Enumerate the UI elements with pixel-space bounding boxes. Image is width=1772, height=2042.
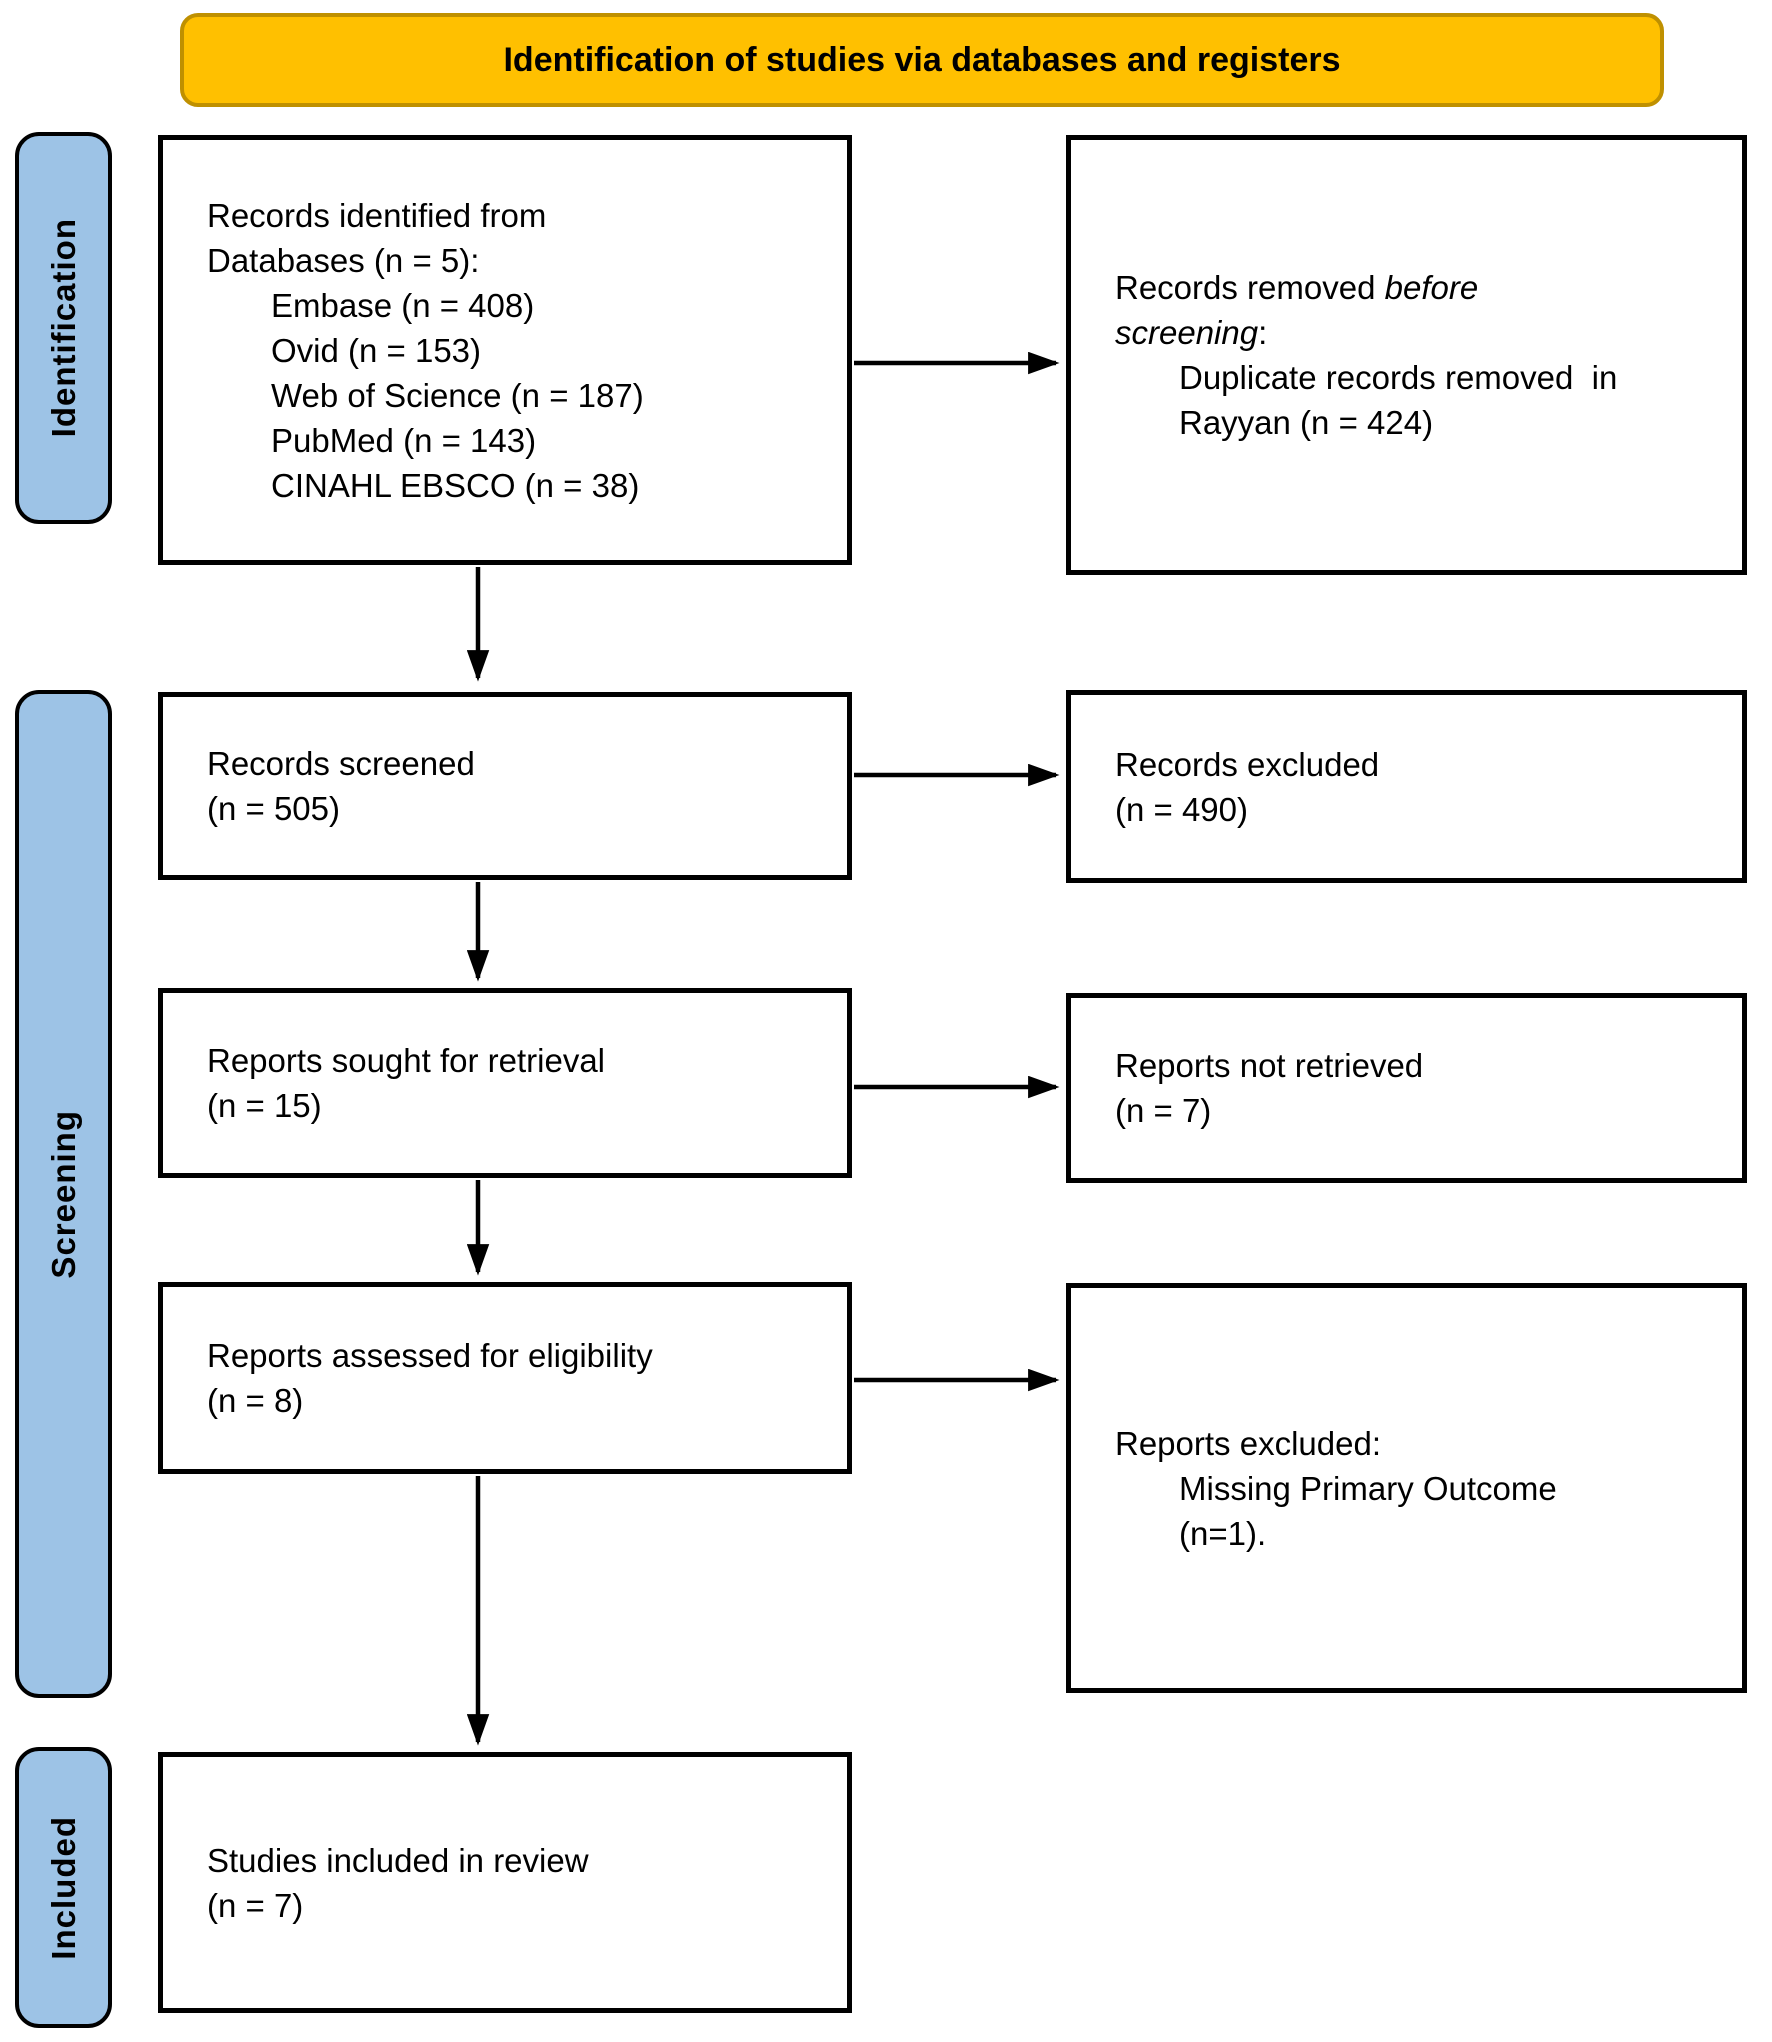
box-reports-assessed: Reports assessed for eligibility (n = 8) xyxy=(158,1282,852,1474)
records-identified-line-1: Records identified from xyxy=(207,196,547,234)
records-removed-line-1-normal: Records removed xyxy=(1115,269,1385,306)
banner-title-text: Identification of studies via databases … xyxy=(503,40,1341,79)
records-removed-item-line-2: Rayyan (n = 424) xyxy=(1179,404,1434,441)
records-excluded-line-2: (n = 490) xyxy=(1115,790,1248,828)
box-reports-sought: Reports sought for retrieval (n = 15) xyxy=(158,988,852,1178)
stage-label-included: Included xyxy=(15,1747,112,2028)
stage-label-screening-text: Screening xyxy=(44,1109,82,1279)
stage-label-identification-text: Identification xyxy=(44,218,82,438)
records-screened-line-2: (n = 505) xyxy=(207,790,340,827)
banner-title: Identification of studies via databases … xyxy=(180,13,1664,107)
reports-sought-line-1: Reports sought for retrieval xyxy=(207,1042,606,1079)
reports-excluded-item-line-2: (n=1). xyxy=(1179,1514,1267,1552)
records-identified-item-ovid: Ovid (n = 153) xyxy=(271,331,482,369)
reports-not-retrieved-line-1: Reports not retrieved xyxy=(1115,1047,1424,1084)
box-records-identified: Records identified from Databases (n = 5… xyxy=(158,135,852,565)
records-identified-item-embase: Embase (n = 408) xyxy=(271,286,535,324)
stage-label-screening: Screening xyxy=(15,690,112,1698)
records-removed-line-2-italic: screening xyxy=(1115,314,1259,351)
reports-excluded-line-1: Reports excluded: xyxy=(1115,1424,1381,1462)
box-studies-included: Studies included in review (n = 7) xyxy=(158,1752,852,2013)
records-removed-line-1-italic: before xyxy=(1384,269,1479,306)
reports-sought-line-2: (n = 15) xyxy=(207,1087,322,1124)
records-screened-line-1: Records screened xyxy=(207,745,475,782)
records-removed-line-2: screening: xyxy=(1115,310,1732,355)
box-records-excluded: Records excluded (n = 490) xyxy=(1066,690,1747,883)
stage-label-identification: Identification xyxy=(15,132,112,524)
studies-included-line-2: (n = 7) xyxy=(207,1886,304,1924)
records-identified-item-wos: Web of Science (n = 187) xyxy=(271,376,644,414)
records-removed-item-line-1: Duplicate records removed in xyxy=(1179,359,1618,396)
box-reports-excluded: Reports excluded: Missing Primary Outcom… xyxy=(1066,1283,1747,1693)
box-records-screened: Records screened (n = 505) xyxy=(158,692,852,880)
reports-assessed-line-1: Reports assessed for eligibility xyxy=(207,1337,653,1374)
stage-label-included-text: Included xyxy=(44,1815,82,1960)
records-removed-line-1: Records removed before xyxy=(1115,265,1732,310)
box-records-removed: Records removed before screening: Duplic… xyxy=(1066,135,1747,575)
studies-included-line-1: Studies included in review xyxy=(207,1841,589,1879)
records-identified-item-cinahl: CINAHL EBSCO (n = 38) xyxy=(271,466,640,504)
reports-assessed-line-2: (n = 8) xyxy=(207,1382,304,1419)
box-reports-not-retrieved: Reports not retrieved (n = 7) xyxy=(1066,993,1747,1183)
records-excluded-line-1: Records excluded xyxy=(1115,745,1380,783)
records-identified-item-pubmed: PubMed (n = 143) xyxy=(271,421,537,459)
records-identified-line-2: Databases (n = 5): xyxy=(207,241,480,279)
reports-excluded-item-line-1: Missing Primary Outcome xyxy=(1179,1469,1557,1507)
records-removed-line-2-normal: : xyxy=(1258,314,1268,351)
reports-not-retrieved-line-2: (n = 7) xyxy=(1115,1092,1212,1129)
